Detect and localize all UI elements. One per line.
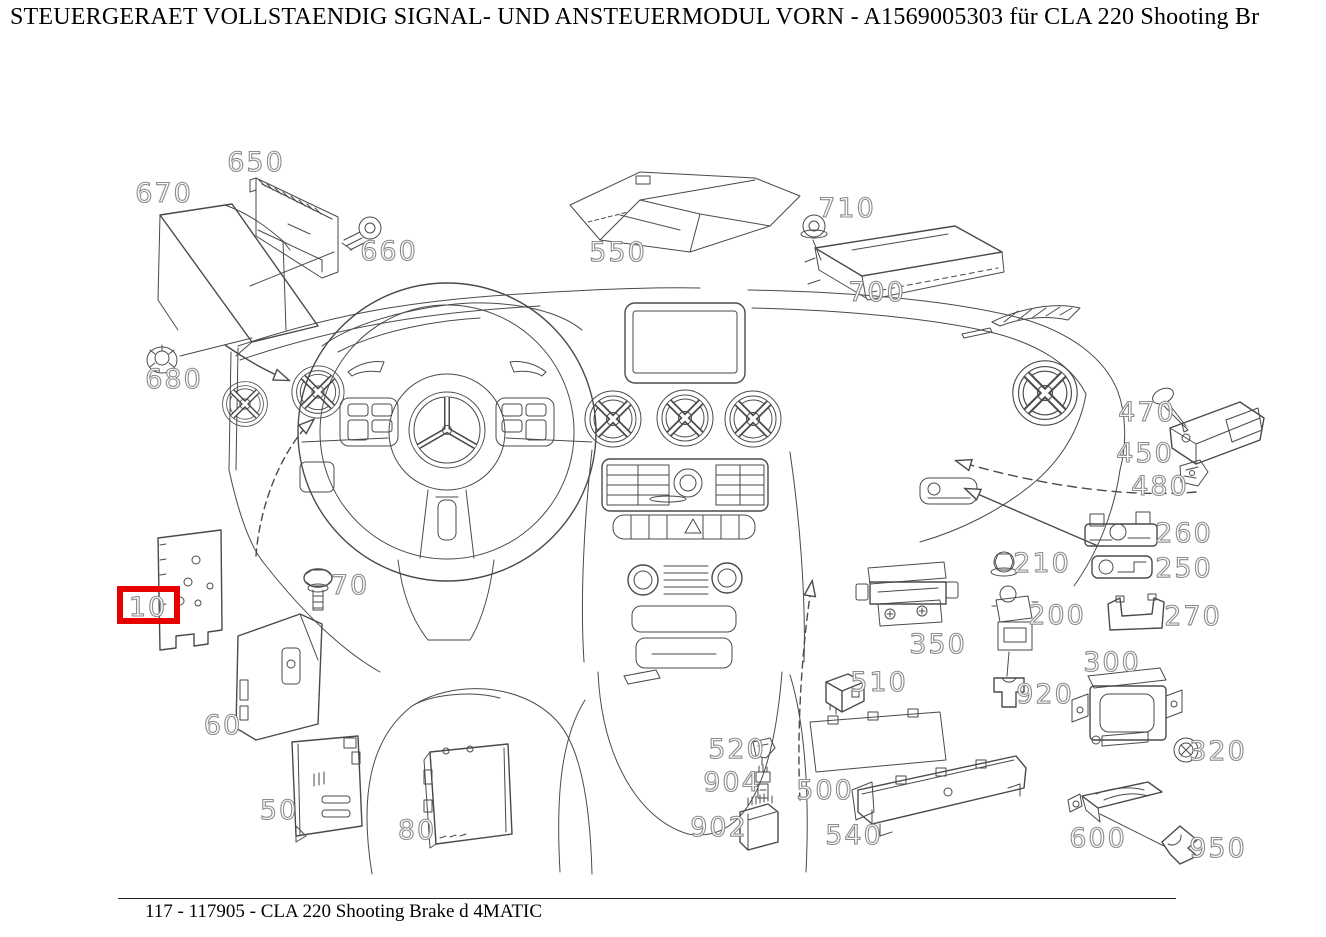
part-label-680[interactable]: 680	[145, 363, 203, 395]
part-sketch-300	[1071, 667, 1183, 747]
part-sketch-520	[752, 737, 776, 766]
radio-knob	[673, 468, 703, 498]
dashboard-line-art	[223, 282, 1126, 875]
wheel-buttons-right	[495, 397, 555, 447]
part-sketch-540	[851, 755, 1027, 837]
part-label-650[interactable]: 650	[227, 146, 285, 178]
part-sketch-200	[991, 585, 1039, 677]
part-label-200[interactable]: 200	[1028, 599, 1086, 631]
part-sketch-50	[291, 735, 363, 843]
air-vent	[585, 391, 641, 447]
hazard-triangle-icon	[684, 518, 702, 534]
part-label-250[interactable]: 250	[1155, 552, 1213, 584]
part-label-80[interactable]: 80	[397, 814, 436, 846]
center-display	[624, 302, 746, 384]
air-vent	[725, 391, 781, 447]
part-sketch-210	[990, 551, 1018, 577]
part-sketch-470	[1152, 387, 1189, 433]
part-sketch-270	[1107, 593, 1165, 631]
steering-wheel	[297, 282, 597, 582]
part-label-600[interactable]: 600	[1069, 822, 1127, 854]
pointer-arrows	[224, 344, 1197, 801]
part-sketch-480	[1179, 459, 1209, 487]
radio-unit	[601, 458, 769, 512]
glovebox-handle	[919, 477, 978, 505]
part-label-70[interactable]: 70	[330, 569, 369, 601]
part-sketch-700	[804, 225, 1005, 301]
part-sketch-250	[1091, 555, 1153, 579]
part-label-950[interactable]: 950	[1189, 832, 1247, 864]
part-label-660[interactable]: 660	[360, 235, 418, 267]
part-sketch-70	[303, 568, 333, 611]
center-console	[581, 449, 805, 685]
part-sketch-902	[739, 793, 779, 851]
page-title: STEUERGERAET VOLLSTAENDIG SIGNAL- UND AN…	[10, 4, 1260, 30]
highlight-box-part-10	[117, 586, 180, 624]
part-sketch-450	[1169, 401, 1265, 465]
part-label-300[interactable]: 300	[1083, 646, 1141, 678]
part-label-510[interactable]: 510	[850, 666, 908, 698]
part-label-480[interactable]: 480	[1131, 470, 1189, 502]
mercedes-star-icon	[409, 392, 485, 468]
part-label-670[interactable]: 670	[135, 177, 193, 209]
part-sketch-320	[1173, 737, 1199, 763]
part-label-920[interactable]: 920	[1016, 678, 1074, 710]
part-label-520[interactable]: 520	[708, 733, 766, 765]
part-label-270[interactable]: 270	[1164, 600, 1222, 632]
part-sketch-260	[1084, 511, 1158, 547]
part-label-260[interactable]: 260	[1155, 517, 1213, 549]
part-sketch-904	[755, 764, 771, 799]
part-sketch-80	[423, 743, 513, 849]
part-label-60[interactable]: 60	[203, 709, 242, 741]
wheel-buttons-left	[339, 397, 399, 447]
part-label-710[interactable]: 710	[818, 192, 876, 224]
air-vent	[657, 390, 713, 446]
part-sketch-920	[993, 677, 1025, 708]
part-label-450[interactable]: 450	[1116, 437, 1174, 469]
part-sketch-670	[157, 203, 319, 357]
dash-top-edge	[237, 287, 701, 347]
part-sketch-950	[1161, 825, 1198, 865]
part-sketch-510	[825, 673, 865, 715]
part-labels: 650 670 660 680 550 710 700 470 450 480 …	[128, 146, 1247, 864]
part-label-350[interactable]: 350	[909, 628, 967, 660]
air-vent	[1013, 361, 1077, 425]
part-label-50[interactable]: 50	[259, 794, 298, 826]
part-label-210[interactable]: 210	[1013, 547, 1071, 579]
footer-divider	[118, 898, 1176, 899]
hazard-button-row	[612, 514, 756, 540]
air-vent	[223, 382, 268, 427]
vehicle-caption: 117 - 117905 - CLA 220 Shooting Brake d …	[145, 901, 543, 922]
part-sketch-660	[341, 216, 382, 251]
climate-controls	[627, 562, 743, 596]
part-label-320[interactable]: 320	[1189, 735, 1247, 767]
part-label-500[interactable]: 500	[796, 774, 854, 806]
part-sketch-650	[249, 177, 339, 287]
part-sketch-550	[569, 171, 801, 253]
part-sketch-600	[1067, 781, 1165, 847]
part-label-700[interactable]: 700	[848, 276, 906, 308]
part-sketch-350	[855, 561, 959, 627]
part-sketch-500	[809, 708, 947, 773]
part-sketch-60	[235, 613, 323, 741]
part-label-550[interactable]: 550	[589, 236, 647, 268]
part-label-904[interactable]: 904	[703, 766, 761, 798]
part-label-470[interactable]: 470	[1118, 396, 1176, 428]
part-label-902[interactable]: 902	[690, 811, 748, 843]
part-label-540[interactable]: 540	[825, 819, 883, 851]
part-sketch-680	[146, 337, 253, 374]
